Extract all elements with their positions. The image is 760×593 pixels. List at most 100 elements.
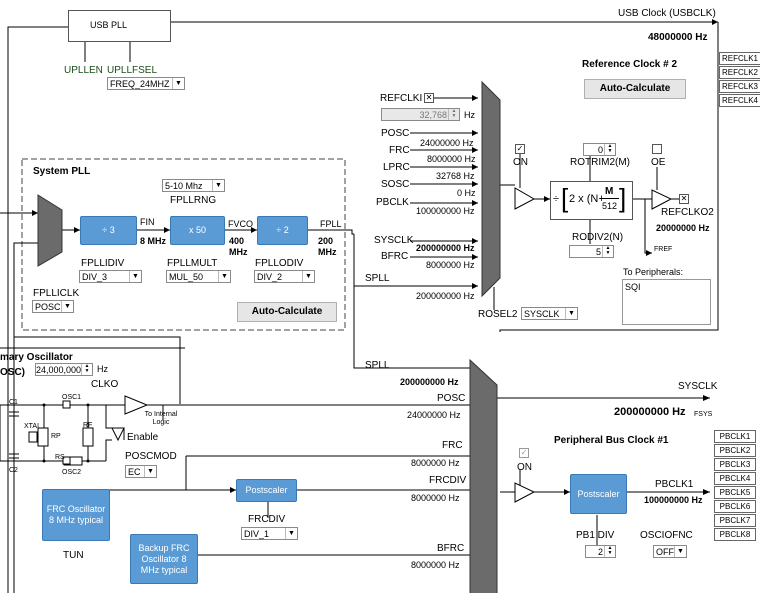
refclk-input-sysclk-label: SYSCLK [374,235,414,246]
refclko-value: 20000000 Hz [656,223,710,233]
refclko-label: REFCLKO2 [661,207,714,218]
pbclk-tab-6[interactable]: PBCLK6 [714,500,756,513]
refclk-tab-1[interactable]: REFCLK1 [719,52,760,65]
to-peripherals-label: To Peripherals: [623,267,684,277]
usb-pll-label: USB PLL [90,20,128,30]
backup-frc-oscillator-block: Backup FRC Oscillator 8 MHz typical [130,534,198,584]
refclk-tab-4[interactable]: REFCLK4 [719,94,760,107]
rf-label: RF [83,422,93,429]
pbclk-postscaler-block: Postscaler [570,474,627,514]
refclk-input-posc-value: 24000000 Hz [420,138,474,148]
pbclk-on-checkbox[interactable]: ✓ [519,448,529,458]
fpllidiv-block: ÷ 3 [80,216,137,245]
refclk-input-sysclk-value: 200000000 Hz [416,243,475,253]
refclk-on-label: ON [513,157,528,168]
refclki-freq-input[interactable]: 32,768▲▼ [381,108,460,121]
sysclk-output-value: 200000000 Hz [614,406,686,418]
rs-label: RS [55,454,65,461]
refclk-input-sosc-value: 0 Hz [457,188,476,198]
chevron-down-icon: ▼ [144,466,156,477]
oe-label: OE [651,157,666,168]
fpll-value: 200 MHz [318,236,337,257]
refclk-tab-2[interactable]: REFCLK2 [719,66,760,79]
peripherals-list[interactable]: SQI [622,279,711,325]
spinner-icon: ▲▼ [81,364,92,375]
fpllodiv-select[interactable]: DIV_2▼ [254,270,315,283]
posc-unit: Hz [97,364,108,374]
fpllmult-select[interactable]: MUL_50▼ [166,270,231,283]
refclk-div-symbol: ÷ [553,193,560,205]
pbclk-tab-8[interactable]: PBCLK8 [714,528,756,541]
frcdiv-label: FRCDIV [248,514,286,525]
pbclk-tab-5[interactable]: PBCLK5 [714,486,756,499]
osc1-label: OSC1 [62,394,82,401]
fsys-label: FSYS [694,411,713,418]
posc-freq-input[interactable]: 24,000,000▲▼ [35,363,93,376]
upllen-label: UPLLEN [64,65,103,76]
sysclk-bfrc-value: 8000000 Hz [411,560,460,570]
chevron-down-icon: ▼ [212,180,224,191]
spinner-icon: ▲▼ [604,144,615,155]
sysclk-frcdiv-label: FRCDIV [429,475,467,486]
sysclk-frc-label: FRC [442,440,463,451]
refclk-auto-calculate-button[interactable]: Auto-Calculate [584,79,686,99]
rodiv-label: RODIV2(N) [572,232,624,243]
c2-label: C2 [9,467,18,474]
oe-checkbox[interactable] [652,144,662,154]
fplliclk-select[interactable]: POSC▼ [32,300,74,313]
sysclk-frc-value: 8000000 Hz [411,458,460,468]
pbclk-tab-4[interactable]: PBCLK4 [714,472,756,485]
peripheral-item: SQI [625,282,641,292]
poscmod-label: POSCMOD [125,451,177,462]
upllfsel-label: UPLLFSEL [107,65,158,76]
primary-oscillator-title: mary Oscillator [0,352,73,363]
xtal-label: XTAL [24,423,41,430]
pbclk-tab-3[interactable]: PBCLK3 [714,458,756,471]
pb1div-label: PB1 DIV [576,530,615,541]
fpllrng-select[interactable]: 5-10 Mhz▼ [162,179,225,192]
refclk-on-checkbox[interactable]: ✓ [515,144,525,154]
pbclk-tab-2[interactable]: PBCLK2 [714,444,756,457]
chevron-down-icon: ▼ [61,301,73,312]
fpll-label: FPLL [320,219,342,229]
fpllidiv-select[interactable]: DIV_3▼ [79,270,142,283]
rp-label: RP [51,433,61,440]
frcdiv-select[interactable]: DIV_1▼ [241,527,298,540]
rosel-select[interactable]: SYSCLK▼ [521,307,578,320]
chevron-down-icon: ▼ [302,271,314,282]
refclk-input-posc-label: POSC [381,128,410,139]
spll-auto-calculate-button[interactable]: Auto-Calculate [237,302,337,322]
pbclk-on-label: ON [517,462,532,473]
pb1div-input[interactable]: 2▲▼ [585,545,616,558]
poscmod-select[interactable]: EC▼ [125,465,157,478]
fpllrng-label: FPLLRNG [170,195,217,206]
usb-clock-label: USB Clock (USBCLK) [618,8,716,19]
rotrim-input[interactable]: 0▲▼ [583,143,616,156]
refclk-divider-block [550,181,633,220]
chevron-down-icon: ▼ [129,271,141,282]
chevron-down-icon: ▼ [218,271,230,282]
pbclk-title: Peripheral Bus Clock #1 [554,435,669,446]
to-internal-logic-label: To Internal Logic [144,411,178,426]
refclk-formula: 2 x (N+ [569,193,605,205]
refclk-formula-den: 512 [602,201,618,211]
fin-label: FIN [140,217,155,227]
pbclk-tab-1[interactable]: PBCLK1 [714,430,756,443]
chevron-down-icon: ▼ [172,78,184,89]
osciofnc-select[interactable]: OFF▼ [653,545,687,558]
rosel-label: ROSEL2 [478,309,518,320]
pbclk-tab-7[interactable]: PBCLK7 [714,514,756,527]
rotrim-label: ROTRIM2(M) [570,157,630,168]
pbclk1-value: 100000000 Hz [644,495,703,505]
refclk-tab-3[interactable]: REFCLK3 [719,80,760,93]
enable-label: Enable [127,432,159,443]
pbclk1-label: PBCLK1 [655,479,694,490]
spinner-icon: ▲▼ [448,109,459,120]
fin-value: 8 MHz [140,236,167,246]
chevron-down-icon: ▼ [285,528,297,539]
fpllodiv-block: ÷ 2 [257,216,308,245]
rodiv-input[interactable]: 5▲▼ [569,245,614,258]
upllfsel-select[interactable]: FREQ_24MHZ▼ [107,77,185,90]
osc2-label: OSC2 [62,469,82,476]
osciofnc-label: OSCIOFNC [640,530,693,541]
